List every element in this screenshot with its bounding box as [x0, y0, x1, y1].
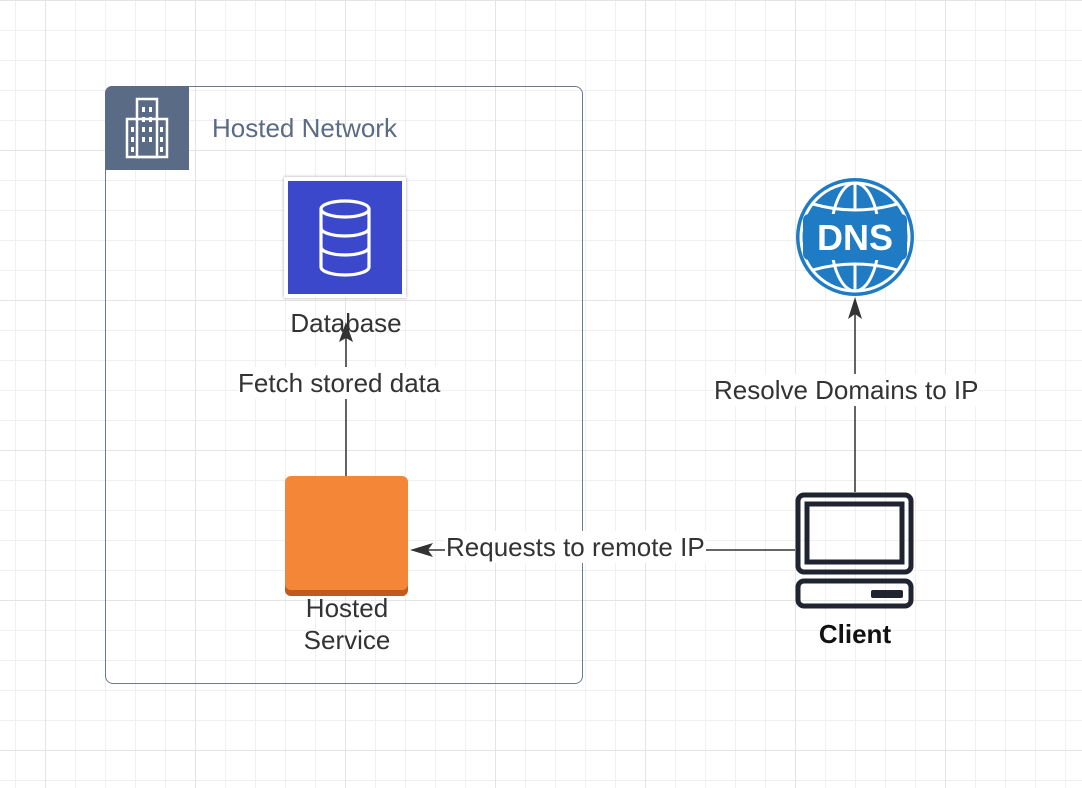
hosted-service-node[interactable]: [285, 476, 408, 596]
database-icon: [319, 198, 371, 277]
database-label: Database: [290, 308, 402, 338]
dns-globe-icon: [796, 178, 914, 296]
requests-edge-label: Requests to remote IP: [445, 531, 706, 563]
group-badge: [105, 86, 189, 170]
office-building-icon: [125, 97, 169, 159]
requests-arrowhead: [410, 543, 433, 557]
client-label: Client: [818, 619, 892, 649]
dns-node[interactable]: DNS: [794, 176, 916, 298]
resolve-edge-label: Resolve Domains to IP: [714, 374, 979, 406]
fetch-arrowhead: [339, 322, 353, 342]
hosted-network-group[interactable]: [105, 86, 583, 684]
resolve-arrowhead: [848, 297, 862, 319]
fetch-edge-label: Fetch stored data: [238, 367, 441, 399]
client-node[interactable]: [795, 492, 917, 610]
laptop-icon: [795, 492, 914, 609]
group-label: Hosted Network: [212, 113, 397, 143]
hosted-service-label: Hosted Service: [303, 593, 391, 655]
dns-text: DNS: [817, 217, 893, 258]
database-node[interactable]: [284, 177, 406, 298]
